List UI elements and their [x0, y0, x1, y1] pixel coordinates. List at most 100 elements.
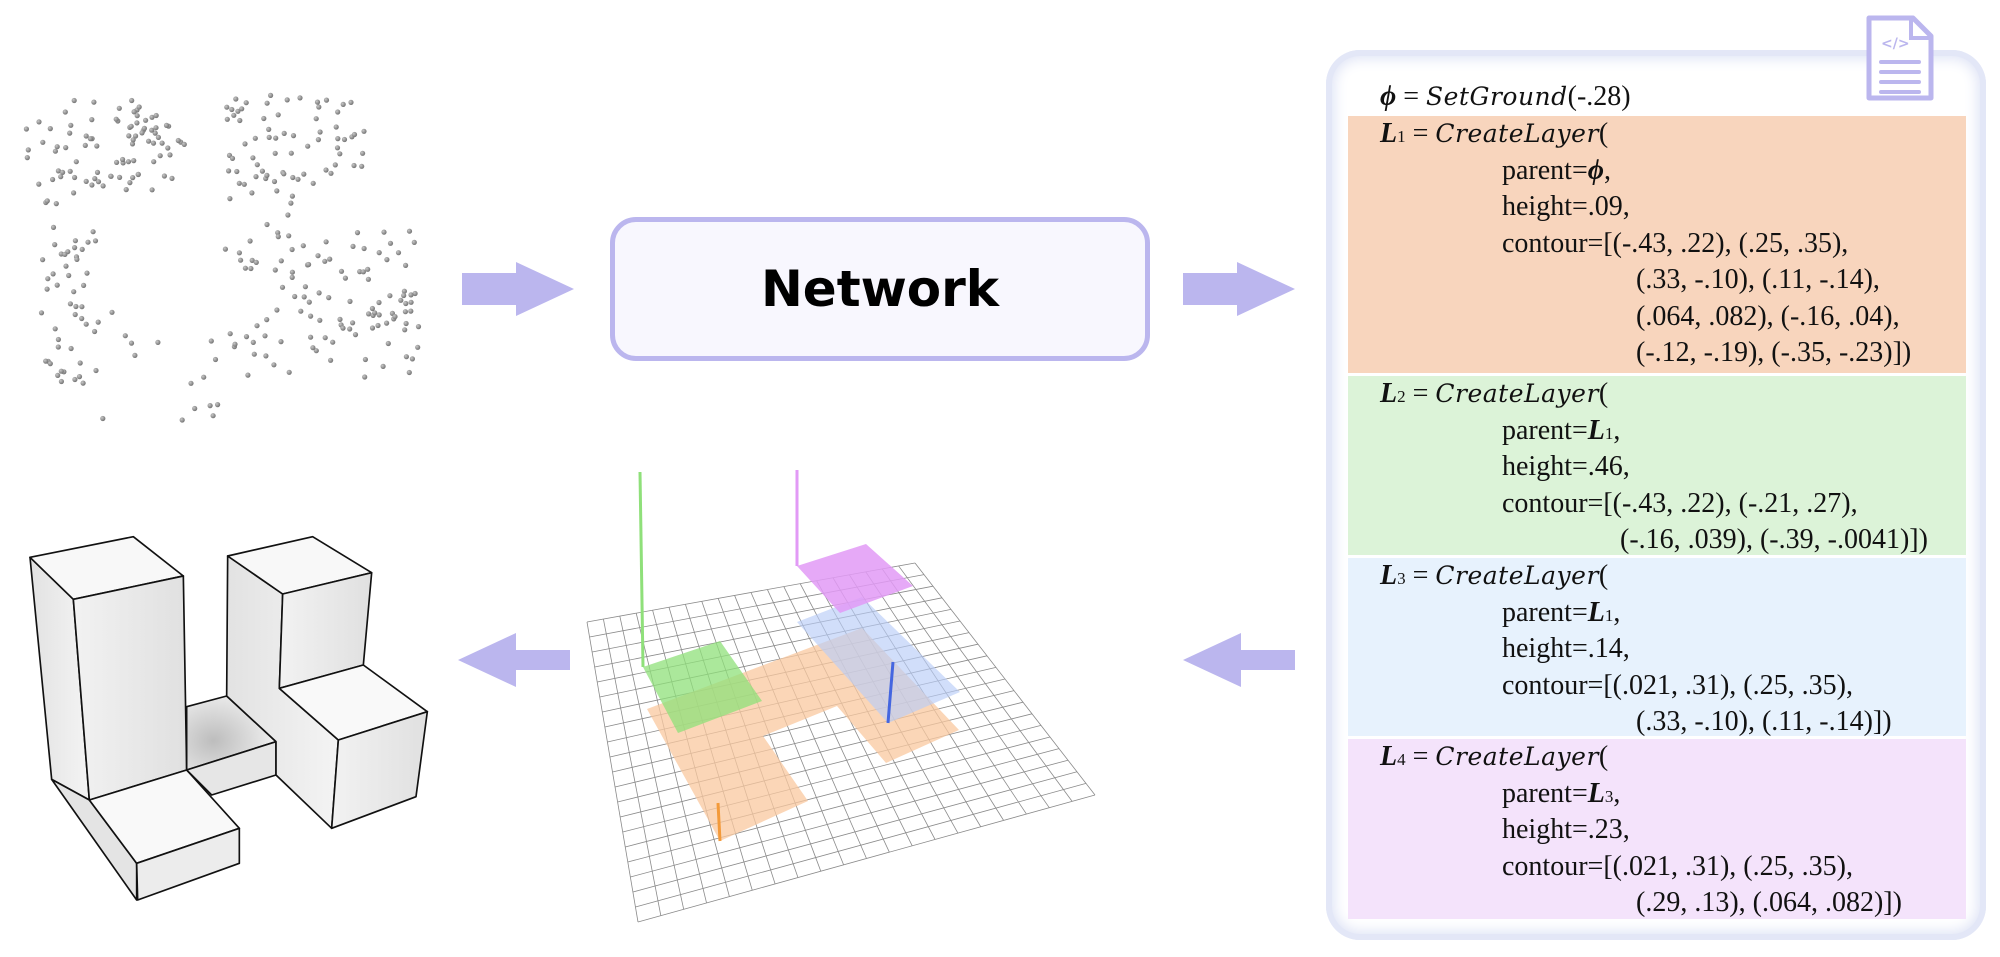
point — [129, 141, 136, 147]
point — [288, 200, 294, 206]
layer-header: L3 = CreateLayer( — [1380, 560, 1609, 591]
point — [274, 307, 280, 313]
point — [281, 171, 287, 177]
point — [62, 251, 68, 257]
layer-parent: parent=ϕ, — [1502, 154, 1611, 186]
point — [163, 122, 170, 128]
point — [337, 151, 343, 157]
point — [285, 212, 291, 218]
point — [333, 124, 339, 130]
point — [62, 109, 68, 115]
layer-contour-line: contour=[(.021, .31), (.25, .35), — [1502, 850, 1853, 884]
point — [402, 327, 408, 333]
point — [263, 353, 269, 359]
point — [91, 99, 97, 105]
parent-var: L — [1587, 777, 1605, 809]
point — [72, 376, 78, 383]
point — [284, 97, 290, 103]
point — [322, 258, 328, 264]
point — [127, 180, 133, 186]
point — [306, 261, 312, 268]
point — [360, 150, 366, 156]
point — [114, 159, 120, 165]
point — [384, 257, 390, 263]
point — [352, 332, 359, 338]
point — [231, 112, 237, 118]
point — [79, 315, 85, 322]
grid-line — [620, 713, 1033, 818]
point — [387, 293, 393, 299]
open-paren: ( — [1598, 378, 1609, 409]
grid-line — [637, 794, 1096, 923]
point — [315, 253, 321, 259]
layer-var-subscript: 1 — [1397, 127, 1406, 146]
point — [295, 176, 301, 182]
point — [411, 239, 417, 245]
point — [409, 356, 415, 362]
point — [340, 325, 346, 331]
point — [308, 334, 314, 340]
point — [301, 294, 307, 300]
point — [208, 338, 214, 344]
point — [238, 257, 244, 263]
point — [334, 145, 341, 151]
point — [50, 271, 56, 277]
point — [351, 131, 358, 138]
layer-contour-line: contour=[(.021, .31), (.25, .35), — [1502, 669, 1853, 703]
point — [323, 167, 329, 173]
point — [134, 120, 140, 126]
point — [161, 173, 167, 179]
point — [72, 311, 78, 318]
point — [253, 259, 259, 265]
point — [25, 147, 31, 153]
point — [167, 152, 173, 158]
point — [76, 374, 83, 380]
point — [408, 308, 414, 314]
layer-header: L4 = CreateLayer( — [1380, 741, 1609, 772]
point — [406, 369, 412, 376]
point — [134, 113, 140, 119]
point — [406, 228, 413, 234]
layer-fn: CreateLayer — [1435, 119, 1599, 148]
point — [308, 313, 314, 319]
point — [272, 267, 278, 273]
parent-var: L — [1587, 414, 1605, 446]
network-label: Network — [760, 260, 1000, 318]
point — [366, 311, 372, 317]
point — [60, 169, 66, 175]
input-point-cloud — [23, 92, 422, 423]
point — [129, 97, 135, 104]
point — [376, 312, 382, 318]
point — [275, 112, 281, 118]
point — [234, 168, 240, 175]
point — [264, 172, 270, 178]
layer-var: L — [1380, 560, 1398, 591]
point — [89, 182, 95, 188]
layer-contour-line: contour=[(-.43, .22), (.25, .35), — [1502, 227, 1848, 261]
layer-parent: parent=L1, — [1502, 414, 1621, 446]
point — [153, 125, 159, 131]
point — [55, 344, 61, 350]
layer-var-subscript: 2 — [1397, 387, 1406, 406]
parent-label: parent= — [1502, 154, 1588, 186]
layer-2-height-line — [638, 471, 645, 668]
point — [335, 136, 341, 142]
point — [350, 320, 356, 326]
grid-line — [627, 748, 1060, 863]
point — [83, 133, 89, 139]
point — [354, 230, 361, 236]
contour-text: contour=[(.021, .31), (.25, .35), — [1502, 850, 1853, 882]
point — [302, 284, 308, 290]
grid-line — [898, 565, 1073, 802]
point — [188, 380, 194, 386]
point — [323, 97, 330, 103]
point — [327, 256, 333, 262]
point — [44, 198, 50, 204]
point — [351, 162, 357, 169]
point — [85, 239, 91, 245]
point — [332, 162, 338, 168]
point — [412, 290, 418, 297]
point — [271, 362, 277, 368]
point — [264, 317, 270, 323]
contour-text: (.33, -.10), (.11, -.14)]) — [1636, 706, 1892, 737]
